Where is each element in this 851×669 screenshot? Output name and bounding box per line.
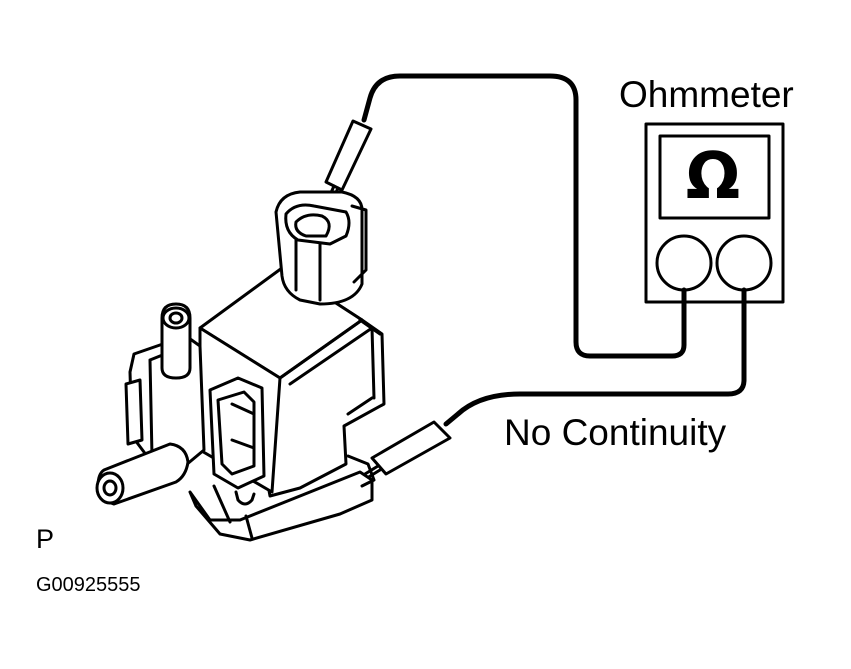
test-leads	[361, 73, 747, 427]
ohmmeter-terminal-right	[715, 234, 773, 292]
ohmmeter-terminal-left	[655, 234, 713, 292]
ohmmeter-case	[644, 122, 785, 304]
ohmmeter-label: Ohmmeter	[619, 74, 794, 115]
lower-test-lead	[443, 287, 747, 427]
corner-letter: P	[36, 524, 55, 554]
ohm-symbol: Ω	[685, 140, 741, 214]
upper-test-lead	[361, 73, 687, 359]
ohmmeter-display	[658, 134, 771, 220]
solenoid-valve	[95, 190, 386, 542]
figure-code: G00925555	[36, 574, 141, 596]
continuity-result-label: No Continuity	[504, 412, 727, 453]
